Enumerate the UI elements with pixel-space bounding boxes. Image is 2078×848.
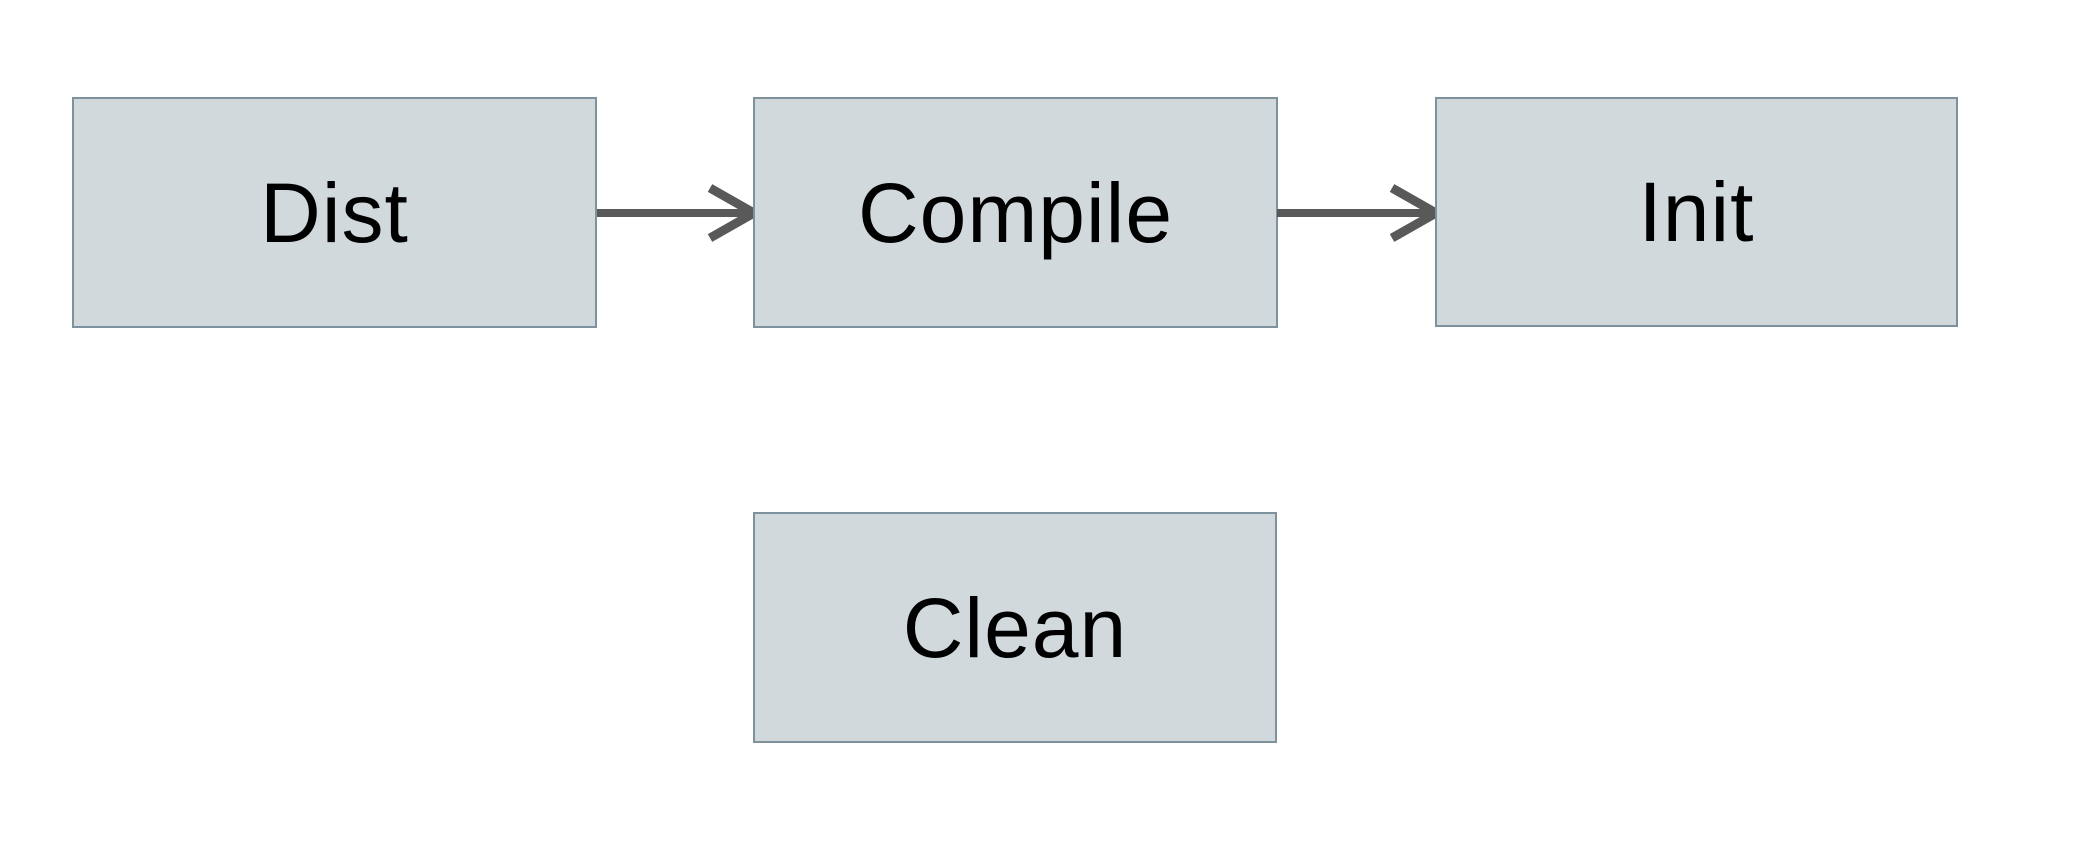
node-clean-label: Clean <box>902 580 1128 675</box>
arrow-dist-to-compile-icon[interactable] <box>597 183 764 243</box>
node-compile[interactable]: Compile <box>753 97 1278 328</box>
node-init-label: Init <box>1638 165 1755 259</box>
node-init[interactable]: Init <box>1435 97 1958 327</box>
arrow-compile-to-init-icon[interactable] <box>1277 183 1446 243</box>
node-compile-label: Compile <box>857 165 1174 260</box>
node-clean[interactable]: Clean <box>753 512 1277 743</box>
node-dist-label: Dist <box>260 165 409 260</box>
node-dist[interactable]: Dist <box>72 97 597 328</box>
